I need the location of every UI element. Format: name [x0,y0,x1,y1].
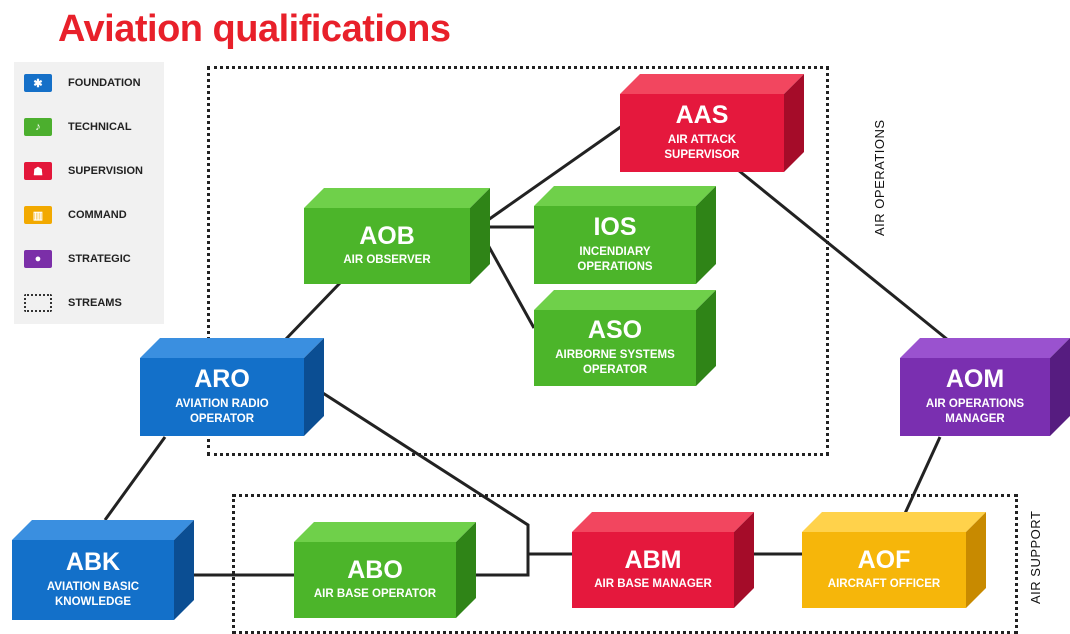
node-ios: IOS INCENDIARY OPERATIONS [534,186,716,284]
node-abm: ABM AIR BASE MANAGER [572,512,754,608]
box-front-face: ARO AVIATION RADIO OPERATOR [140,358,304,436]
box-top-face [534,290,716,310]
legend-item-strategic: ● STRATEGIC [24,248,131,270]
node-name: AIRCRAFT OFFICER [827,578,941,591]
box-top-face [620,74,804,94]
legend: ✱ FOUNDATION ♪ TECHNICAL ☗ SUPERVISION ▥… [14,62,164,324]
node-name: AIR OPERATIONS MANAGER [925,397,1025,426]
box-side-face [174,520,194,620]
node-name: AIR ATTACK SUPERVISOR [664,133,740,162]
node-abbr: ARO [194,365,250,394]
box-top-face [304,188,490,208]
wrench-icon: ♪ [24,118,52,136]
box-front-face: AOM AIR OPERATIONS MANAGER [900,358,1050,436]
box-side-face [304,338,324,436]
box-side-face [470,188,490,284]
org-chart-icon: ☗ [24,162,52,180]
edge-aro-abm [314,386,572,556]
node-abbr: ASO [587,316,643,345]
node-abbr: IOS [593,213,637,242]
box-top-face [572,512,754,532]
edge-aas-aom [737,168,949,342]
building-icon: ▥ [24,206,52,224]
node-aso: ASO AIRBORNE SYSTEMS OPERATOR [534,290,716,386]
node-aof: AOF AIRCRAFT OFFICER [802,512,986,608]
box-front-face: AOF AIRCRAFT OFFICER [802,532,966,608]
stream-air-operations [207,66,829,456]
box-front-face: ASO AIRBORNE SYSTEMS OPERATOR [534,310,696,386]
box-top-face [12,520,194,540]
node-abbr: AOM [945,365,1005,394]
dotted-box-icon [24,294,52,312]
box-front-face: AOB AIR OBSERVER [304,208,470,284]
node-name: AIR BASE OPERATOR [313,588,437,601]
box-front-face: ABM AIR BASE MANAGER [572,532,734,608]
legend-item-command: ▥ COMMAND [24,204,127,226]
box-front-face: AAS AIR ATTACK SUPERVISOR [620,94,784,172]
node-name: AIR BASE MANAGER [594,578,712,591]
box-front-face: ABO AIR BASE OPERATOR [294,542,456,618]
puzzle-icon: ✱ [24,74,52,92]
node-abbr: ABK [65,548,121,577]
head-icon: ● [24,250,52,268]
box-side-face [784,74,804,172]
legend-label: TECHNICAL [68,121,132,133]
box-front-face: ABK AVIATION BASIC KNOWLEDGE [12,540,174,620]
box-side-face [734,512,754,608]
node-abo: ABO AIR BASE OPERATOR [294,522,476,618]
legend-item-technical: ♪ TECHNICAL [24,116,132,138]
legend-item-supervision: ☗ SUPERVISION [24,160,143,182]
node-name: AIR OBSERVER [343,254,431,267]
node-aro: ARO AVIATION RADIO OPERATOR [140,338,324,436]
node-abbr: AOF [857,546,911,575]
legend-label: COMMAND [68,209,127,221]
node-aob: AOB AIR OBSERVER [304,188,490,284]
edge-aob-aas [477,124,623,229]
legend-item-streams: STREAMS [24,292,122,314]
edge-aof-aom [900,436,942,521]
legend-label: STRATEGIC [68,253,131,265]
node-abbr: ABM [624,546,682,575]
legend-label: FOUNDATION [68,77,141,89]
legend-label: STREAMS [68,297,122,309]
node-name: AIRBORNE SYSTEMS OPERATOR [555,348,675,377]
node-name: INCENDIARY OPERATIONS [577,245,653,274]
box-side-face [696,186,716,284]
node-name: AVIATION RADIO OPERATOR [175,397,269,426]
edge-aro-aob [283,281,342,342]
box-top-face [534,186,716,206]
box-side-face [1050,338,1070,436]
legend-item-foundation: ✱ FOUNDATION [24,72,141,94]
node-abbr: AOB [359,222,415,251]
node-abk: ABK AVIATION BASIC KNOWLEDGE [12,520,194,620]
box-side-face [456,522,476,618]
node-aas: AAS AIR ATTACK SUPERVISOR [620,74,804,172]
box-side-face [966,512,986,608]
box-top-face [900,338,1070,358]
box-top-face [294,522,476,542]
page-title: Aviation qualifications [58,8,451,50]
box-side-face [696,290,716,386]
box-top-face [140,338,324,358]
node-aom: AOM AIR OPERATIONS MANAGER [900,338,1070,436]
box-top-face [802,512,986,532]
node-name: AVIATION BASIC KNOWLEDGE [46,580,140,609]
box-front-face: IOS INCENDIARY OPERATIONS [534,206,696,284]
legend-label: SUPERVISION [68,165,143,177]
edge-aro-abk [103,436,167,521]
node-abbr: AAS [675,101,729,130]
node-abbr: ABO [347,556,403,585]
